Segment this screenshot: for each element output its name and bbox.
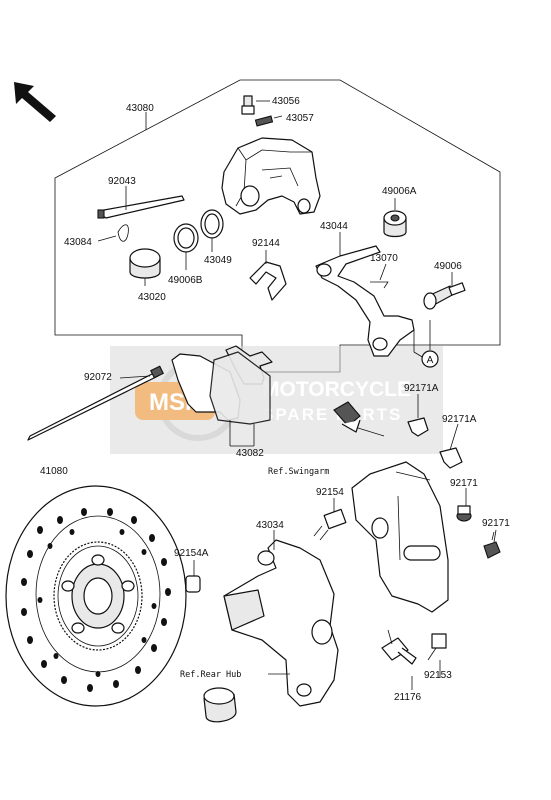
clamp-92171a-upper — [407, 417, 429, 437]
caliper-body — [221, 137, 321, 215]
piston-seal — [173, 223, 199, 253]
caliper-mount-bracket — [223, 539, 339, 707]
dust-seal — [200, 209, 224, 239]
ref-swingarm: Ref.Swingarm — [268, 467, 329, 477]
part-label-92154: 92154 — [316, 487, 344, 498]
watermark-line1: MOTORCYCLE — [262, 378, 411, 401]
brake-pads — [171, 345, 273, 425]
part-label-92154a: 92154A — [174, 548, 209, 559]
part-label-92171a-lower: 92171A — [442, 414, 477, 425]
watermark: MSP MOTORCYCLE SPARE PARTS — [110, 346, 443, 454]
ref-rear-hub: Ref.Rear Hub — [180, 670, 241, 680]
retainer-clip — [370, 281, 389, 289]
part-label-13070: 13070 — [370, 253, 398, 264]
part-label-43080: 43080 — [126, 103, 154, 114]
leader-lines — [97, 100, 497, 690]
part-label-43084: 43084 — [64, 237, 92, 248]
part-label-92153: 92153 — [424, 670, 452, 681]
brake-disc — [5, 485, 187, 707]
pad-spring — [249, 261, 287, 301]
part-label-92171-lower: 92171 — [482, 518, 510, 529]
part-label-43034: 43034 — [256, 520, 284, 531]
wheel-speed-sensor — [333, 401, 385, 437]
direction-arrow-icon — [14, 82, 56, 122]
boot-49006a — [383, 210, 407, 238]
bleed-valve — [241, 95, 255, 115]
rear-hub-collar — [203, 687, 237, 723]
caliper-assembly-outline — [54, 79, 501, 373]
part-label-41080: 41080 — [40, 466, 68, 477]
clamp-92171a-lower — [439, 447, 463, 469]
part-label-43020: 43020 — [138, 292, 166, 303]
clip-92171 — [483, 531, 501, 559]
caliper-pin — [97, 195, 185, 219]
part-label-92043: 92043 — [108, 176, 136, 187]
part-label-49006: 49006 — [434, 261, 462, 272]
watermark-line2: SPARE PARTS — [262, 405, 402, 424]
swingarm-bracket — [351, 461, 449, 613]
part-label-43082: 43082 — [236, 448, 264, 459]
grommet-92171 — [456, 505, 472, 522]
part-label-92072: 92072 — [84, 372, 112, 383]
part-label-43056: 43056 — [272, 96, 300, 107]
part-label-43044: 43044 — [320, 221, 348, 232]
part-label-92171a-upper: 92171A — [404, 383, 439, 394]
caliper-bracket — [315, 245, 415, 357]
piston — [129, 248, 161, 279]
sensor-pin — [381, 629, 417, 665]
bolt-92153 — [427, 633, 447, 661]
bleeder-cap — [254, 115, 274, 127]
callout-a-label: A — [427, 355, 434, 366]
part-label-92144: 92144 — [252, 238, 280, 249]
part-label-92171-upper: 92171 — [450, 478, 478, 489]
part-label-49006b: 49006B — [168, 275, 203, 286]
part-label-21176: 21176 — [394, 692, 422, 703]
cable-tie — [27, 365, 164, 441]
part-label-43049: 43049 — [204, 255, 232, 266]
part-label-43057: 43057 — [286, 113, 314, 124]
boot-49006 — [423, 282, 466, 310]
callout-a: A — [421, 350, 439, 368]
bolt-92154 — [313, 508, 347, 541]
part-label-49006a: 49006A — [382, 186, 417, 197]
pin-clip — [117, 224, 129, 242]
